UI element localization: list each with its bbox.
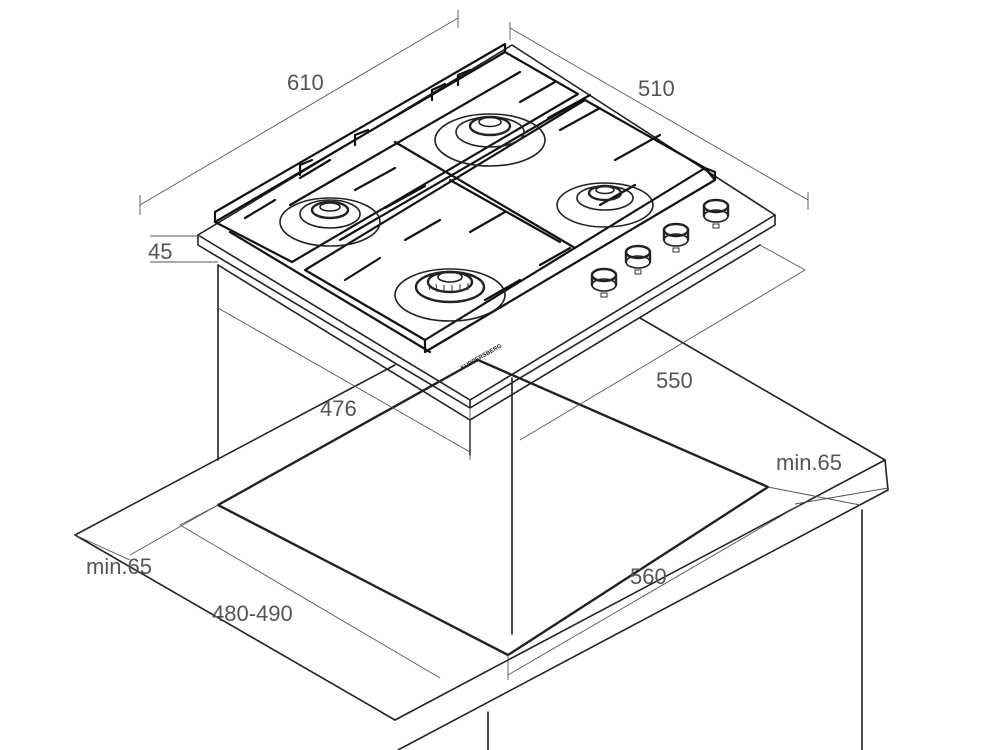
dim-min65-left: min.65 [86, 554, 152, 579]
dim-width-610: 610 [287, 70, 324, 95]
knob-2[interactable] [624, 244, 652, 275]
dimension-lines [74, 10, 889, 680]
hob [197, 44, 776, 461]
countertop [74, 317, 889, 750]
knob-3[interactable] [662, 222, 690, 253]
dim-min65-right: min.65 [776, 450, 842, 475]
control-knobs [590, 198, 730, 298]
burner-front-right [556, 182, 654, 228]
burner-back-right [434, 113, 546, 167]
dim-depth-510: 510 [638, 76, 675, 101]
burner-front-left-wok [394, 268, 506, 322]
dim-cutout-480-490: 480-490 [212, 601, 293, 626]
dim-height-45: 45 [148, 239, 172, 264]
pan-supports [213, 42, 717, 354]
dim-cutout-560: 560 [630, 564, 667, 589]
dim-depth-476: 476 [320, 396, 357, 421]
cutout [216, 358, 770, 657]
burner-back-left [279, 197, 381, 247]
knob-1[interactable] [590, 267, 618, 298]
dim-width-550: 550 [656, 368, 693, 393]
knob-4[interactable] [702, 198, 730, 229]
